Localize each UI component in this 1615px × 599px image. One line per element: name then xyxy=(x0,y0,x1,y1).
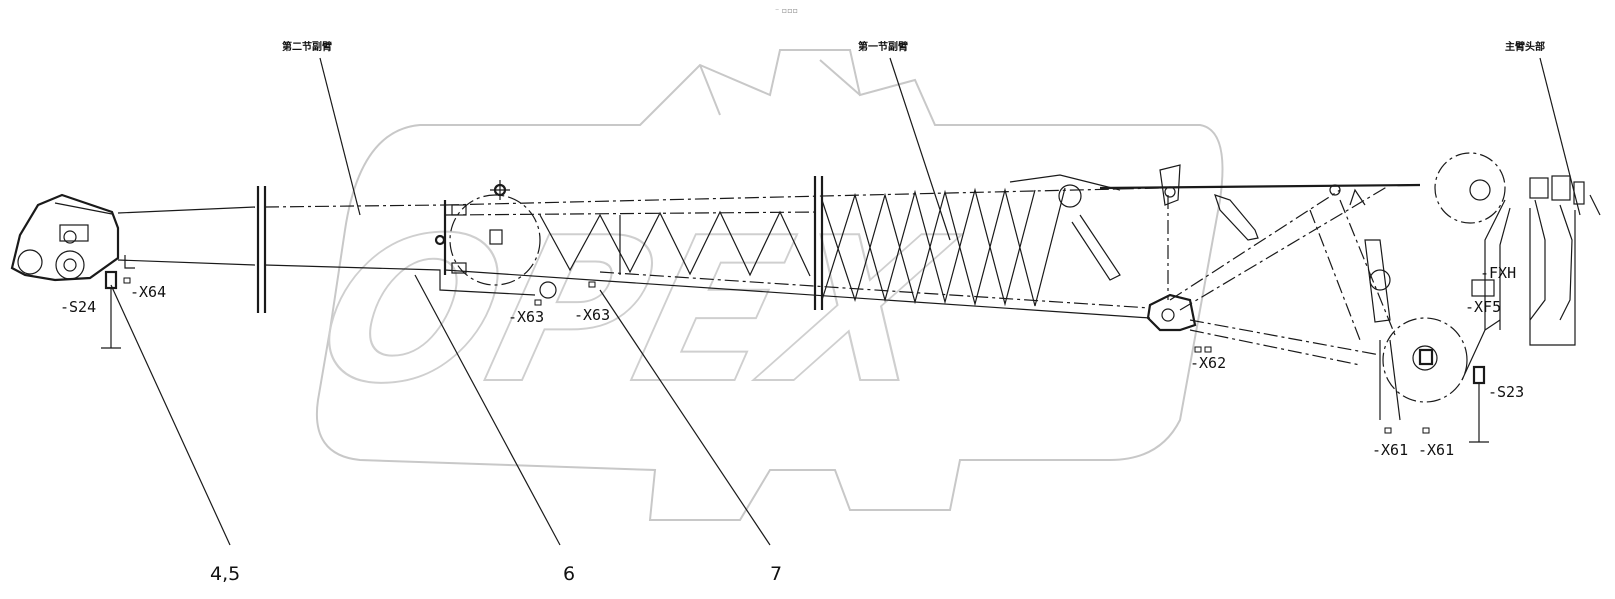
label-fxh: -FXH xyxy=(1480,264,1516,282)
watermark: OPEX xyxy=(297,49,1224,521)
x62-terminal-b xyxy=(1204,346,1212,353)
label-second-jib: 第二节副臂 xyxy=(282,40,332,53)
label-x64: -X64 xyxy=(130,283,166,301)
watermark-gear xyxy=(315,49,1224,521)
second-jib-section xyxy=(117,186,536,313)
label-s23: -S23 xyxy=(1488,383,1524,401)
x64-terminal xyxy=(123,277,131,284)
label-x61-a: -X61 xyxy=(1372,441,1408,459)
top-mark: ⁻ ▫▫▫ xyxy=(775,6,798,15)
label-xf5: -XF5 xyxy=(1465,298,1501,316)
first-jib-lattice xyxy=(444,174,1161,319)
component-labels: -S24 -X64 -X63 -X63 -X62 -XF5 -FXH -S23 … xyxy=(60,264,1524,459)
s23-switch xyxy=(1472,365,1486,385)
x62-terminal-a xyxy=(1194,346,1202,353)
main-boom-head xyxy=(1099,152,1601,421)
label-s24: -S24 xyxy=(60,298,96,316)
fxh-box xyxy=(1471,279,1495,297)
electrical-components xyxy=(101,270,1495,443)
label-main-boom-head: 主臂头部 xyxy=(1505,40,1545,53)
x63-terminal-a xyxy=(534,299,542,306)
label-x63-a: -X63 xyxy=(508,308,544,326)
callout-6: 6 xyxy=(563,563,575,585)
callout-4-5: 4,5 xyxy=(210,563,240,585)
x61-terminal-b xyxy=(1422,427,1430,434)
label-first-jib: 第一节副臂 xyxy=(858,40,908,53)
x61-terminal-a xyxy=(1384,427,1392,434)
s23-ground xyxy=(1469,383,1489,443)
label-x62: -X62 xyxy=(1190,354,1226,372)
section-labels: 第二节副臂 第一节副臂 主臂头部 xyxy=(282,40,1581,241)
item-callouts: 4,5 6 7 xyxy=(110,274,782,585)
s24-ground xyxy=(101,288,121,349)
label-x61-b: -X61 xyxy=(1418,441,1454,459)
jib-head-left xyxy=(10,193,120,282)
callout-7: 7 xyxy=(770,563,782,585)
watermark-gear-notch xyxy=(699,59,861,116)
watermark-text: OPEX xyxy=(298,194,972,427)
label-x63-b: -X63 xyxy=(574,306,610,324)
x63-terminal-b xyxy=(588,281,596,288)
